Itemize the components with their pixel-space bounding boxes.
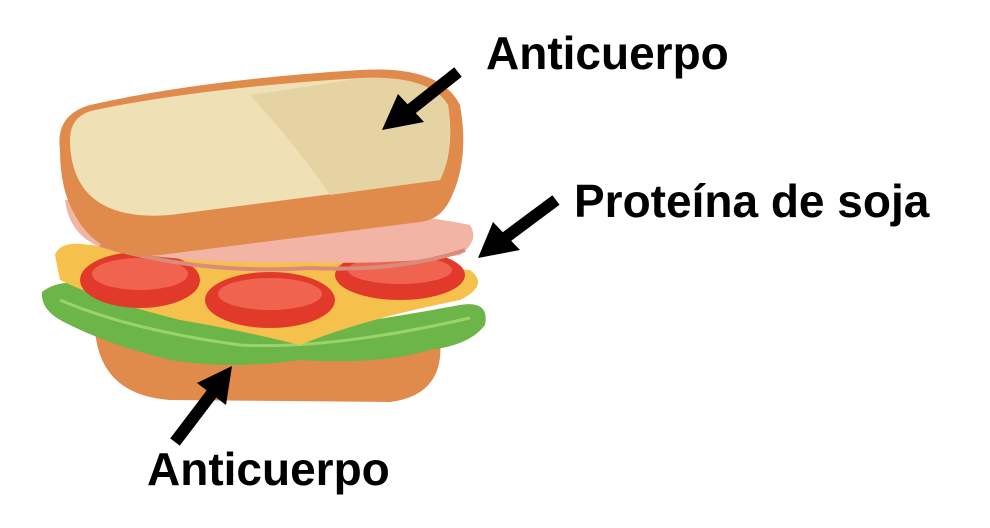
lettuce [41,282,486,365]
arrow-middle [478,195,560,258]
label-bottom-antibody: Anticuerpo [147,443,390,495]
tomatoes [80,250,465,328]
arrow-bottom [170,366,232,446]
arrow-top [382,67,462,130]
label-top-antibody: Anticuerpo [486,27,729,79]
label-soy-protein: Proteína de soja [574,175,930,227]
